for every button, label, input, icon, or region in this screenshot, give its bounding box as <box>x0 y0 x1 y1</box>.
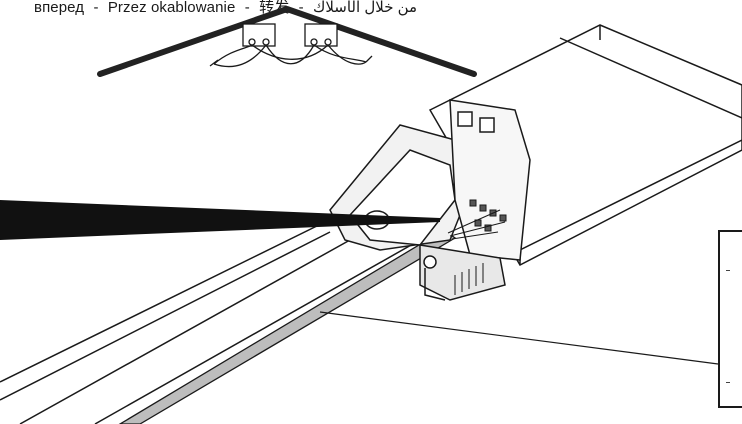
connector-block-icon <box>329 99 531 301</box>
wiring-schematic-icon <box>209 23 373 68</box>
callout-leader <box>319 311 719 365</box>
callout-tick <box>726 270 730 271</box>
caption-polish: Przez okablowanie <box>107 0 236 16</box>
caption-dash-2: - <box>244 0 250 16</box>
cable <box>118 229 457 424</box>
mounting-rails <box>0 221 421 424</box>
pointer-wedge <box>0 200 440 240</box>
callout-tick <box>726 382 730 383</box>
caption-dash-1: - <box>93 0 99 16</box>
callout-box <box>718 230 742 408</box>
caption-arabic: من خلال الأسلاك <box>312 0 418 16</box>
ceiling-icon <box>97 6 477 77</box>
caption-dash-3: - <box>298 0 304 16</box>
caption-russian: вперед <box>34 0 85 16</box>
